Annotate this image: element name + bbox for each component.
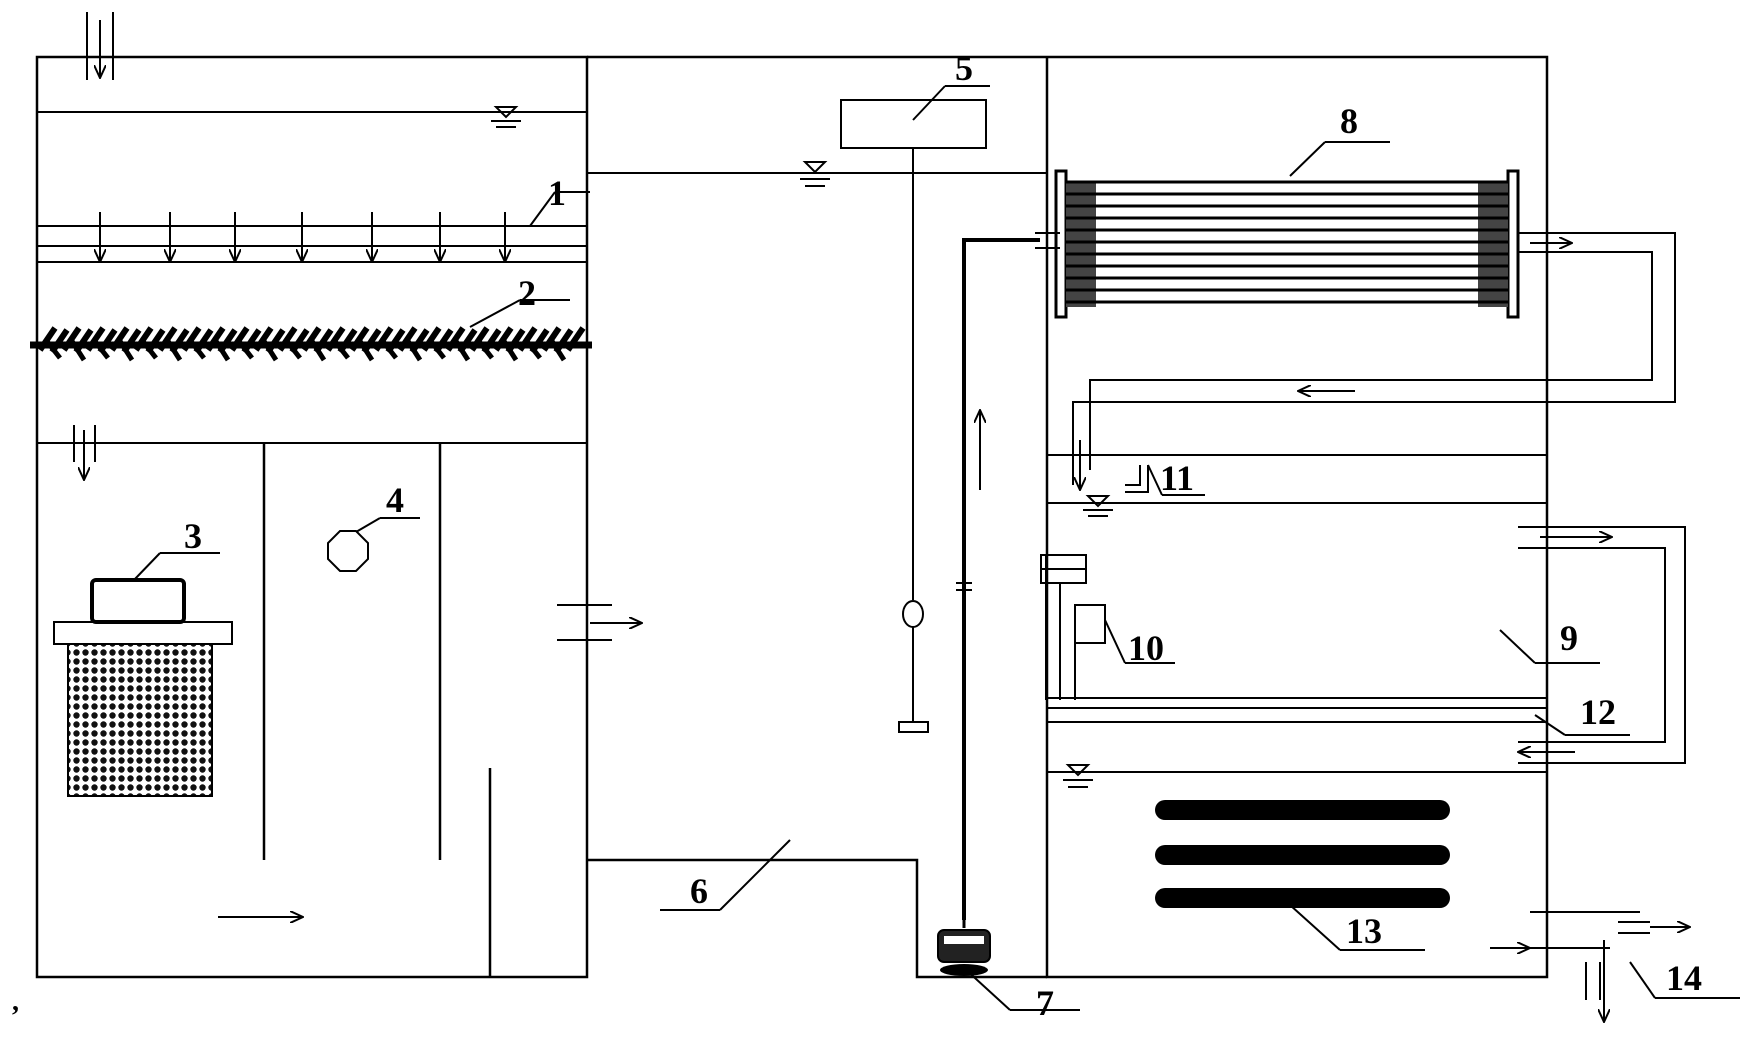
right-tank: 8 11 9 [1035,55,1740,1022]
membrane-module [1035,169,1520,319]
top-inlet-pipe [86,12,114,80]
level-controller [840,99,987,733]
label-9: 9 [1560,618,1578,658]
separator-plate [1047,697,1547,723]
label-8: 8 [1340,101,1358,141]
outlet-valves [1490,911,1690,1022]
permeate-pipe [1072,232,1676,490]
water-level-symbol-lower [1063,764,1093,788]
stray-mark: , [12,986,19,1017]
sensor-octagon [327,530,369,572]
water-level-symbol-mid [800,161,830,187]
label-12: 12 [1580,692,1616,732]
water-level-symbol [491,106,521,128]
label-14: 14 [1666,958,1702,998]
label-6: 6 [690,871,708,911]
label-1: 1 [548,173,566,213]
electrode-unit [1040,554,1106,700]
middle-tank: 5 6 7 [587,48,1080,1023]
aeration-bars [1155,800,1450,908]
label-13: 13 [1346,911,1382,951]
left-tank: 1 2 3 [30,12,642,979]
ultrasonic-device [53,578,233,797]
water-level-symbol-right [1083,495,1113,517]
spray-distributor [37,212,587,263]
overflow-weir [1125,465,1149,493]
recirculation-pipe [1518,526,1686,764]
label-5: 5 [955,48,973,88]
transfer-pipe [557,604,642,641]
label-4: 4 [386,480,404,520]
pump [937,920,991,976]
drain-valve [73,425,96,480]
label-10: 10 [1128,628,1164,668]
label-7: 7 [1036,983,1054,1023]
label-3: 3 [184,516,202,556]
fiber-media-layer [30,326,592,362]
label-2: 2 [518,273,536,313]
label-11: 11 [1160,458,1194,498]
